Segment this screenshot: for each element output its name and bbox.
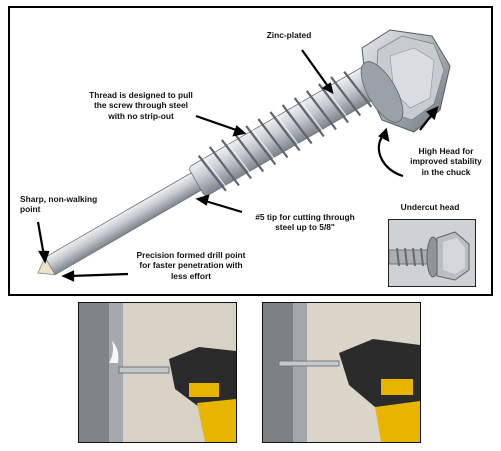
callout-arrows	[36, 49, 439, 282]
drill-point-shank	[37, 171, 203, 276]
drilling-photo-left	[78, 302, 237, 443]
zinc-plated-label: Zinc-plated	[266, 30, 312, 40]
threaded-shaft	[189, 66, 382, 196]
sharp-point-label: Sharp, non-walking point	[20, 194, 98, 215]
high-head-label: High Head for improved stability in the …	[410, 146, 482, 177]
precision-point-label: Precision formed drill point for faster …	[136, 250, 246, 281]
screw-illustration	[36, 29, 451, 282]
undercut-head-inset-photo	[388, 219, 476, 287]
tip-5-label: #5 tip for cutting through steel up to 5…	[255, 212, 355, 233]
screw-diagram-panel: Zinc-plated Thread is designed to pull t…	[8, 6, 493, 296]
thread-design-label: Thread is designed to pull the screw thr…	[89, 90, 193, 121]
undercut-head-label: Undercut head	[400, 202, 460, 212]
thread-ridges	[197, 71, 373, 192]
drilling-photo-right	[262, 302, 421, 443]
hex-head	[360, 29, 451, 133]
